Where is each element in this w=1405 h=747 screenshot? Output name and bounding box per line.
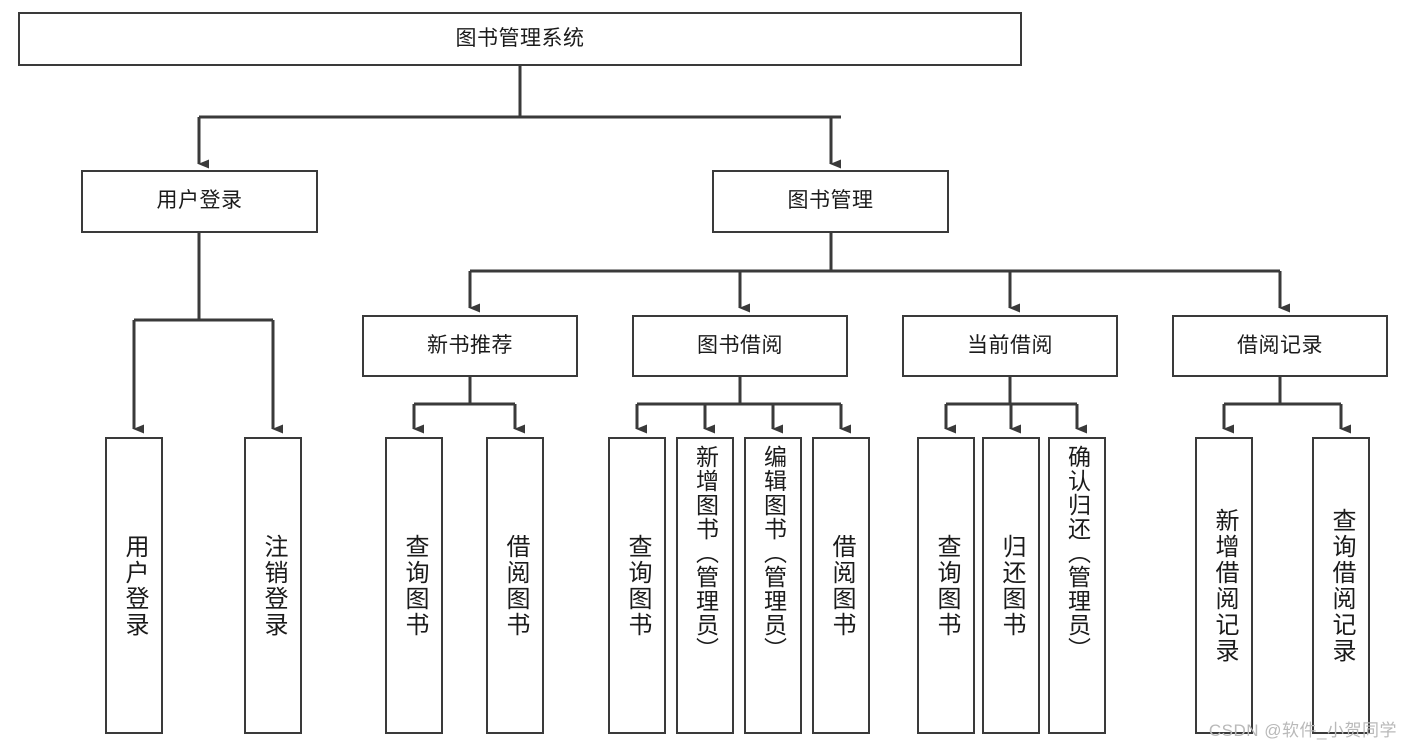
node-leaf-br-query-record-label: 查询借阅记录 xyxy=(1328,507,1355,664)
node-leaf-br-query-record[interactable]: 查询借阅记录 xyxy=(1312,437,1370,734)
node-leaf-logout[interactable]: 注销登录 xyxy=(244,437,302,734)
node-leaf-bb-borrow-book[interactable]: 借阅图书 xyxy=(812,437,870,734)
node-new-book-recommend[interactable]: 新书推荐 xyxy=(362,315,578,377)
node-leaf-cb-confirm-return[interactable]: 确认归还（管理员） xyxy=(1048,437,1106,734)
node-new-book-recommend-label: 新书推荐 xyxy=(427,333,513,357)
node-root-system[interactable]: 图书管理系统 xyxy=(18,12,1022,66)
node-leaf-br-add-record-label: 新增借阅记录 xyxy=(1211,507,1238,664)
node-leaf-bb-query-book-label: 查询图书 xyxy=(624,533,651,638)
node-leaf-bb-edit-book[interactable]: 编辑图书（管理员） xyxy=(744,437,802,734)
node-leaf-user-login-label: 用户登录 xyxy=(121,533,148,638)
node-leaf-user-login[interactable]: 用户登录 xyxy=(105,437,163,734)
node-leaf-bb-add-book-label: 新增图书（管理员） xyxy=(692,445,719,661)
node-leaf-cb-return-book-label: 归还图书 xyxy=(998,533,1025,638)
node-leaf-cb-return-book[interactable]: 归还图书 xyxy=(982,437,1040,734)
node-book-borrow-label: 图书借阅 xyxy=(697,333,783,357)
node-leaf-nbr-borrow-book-label: 借阅图书 xyxy=(502,533,529,638)
node-leaf-br-add-record[interactable]: 新增借阅记录 xyxy=(1195,437,1253,734)
node-leaf-bb-edit-book-label: 编辑图书（管理员） xyxy=(760,445,787,661)
node-user-login[interactable]: 用户登录 xyxy=(81,170,318,233)
node-leaf-nbr-query-book[interactable]: 查询图书 xyxy=(385,437,443,734)
node-leaf-cb-query-book-label: 查询图书 xyxy=(933,533,960,638)
node-leaf-nbr-borrow-book[interactable]: 借阅图书 xyxy=(486,437,544,734)
node-user-login-label: 用户登录 xyxy=(156,189,243,213)
node-current-borrow-label: 当前借阅 xyxy=(967,333,1053,357)
node-leaf-bb-add-book[interactable]: 新增图书（管理员） xyxy=(676,437,734,734)
node-borrow-record[interactable]: 借阅记录 xyxy=(1172,315,1388,377)
node-root-system-label: 图书管理系统 xyxy=(455,26,585,50)
node-leaf-cb-query-book[interactable]: 查询图书 xyxy=(917,437,975,734)
node-book-manage-label: 图书管理 xyxy=(787,189,874,213)
node-book-borrow[interactable]: 图书借阅 xyxy=(632,315,848,377)
node-borrow-record-label: 借阅记录 xyxy=(1237,333,1323,357)
node-leaf-nbr-query-book-label: 查询图书 xyxy=(401,533,428,638)
node-current-borrow[interactable]: 当前借阅 xyxy=(902,315,1118,377)
node-leaf-bb-borrow-book-label: 借阅图书 xyxy=(828,533,855,638)
node-leaf-bb-query-book[interactable]: 查询图书 xyxy=(608,437,666,734)
node-book-manage[interactable]: 图书管理 xyxy=(712,170,949,233)
node-leaf-cb-confirm-return-label: 确认归还（管理员） xyxy=(1064,445,1091,661)
node-leaf-logout-label: 注销登录 xyxy=(260,533,287,638)
